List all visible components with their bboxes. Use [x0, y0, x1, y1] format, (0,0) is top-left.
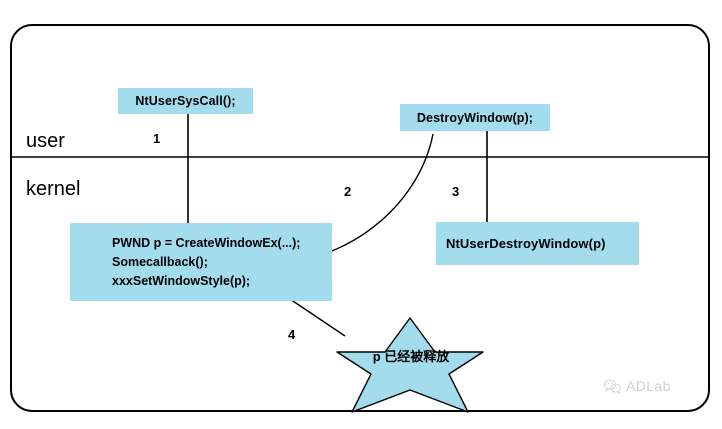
- box-nt-user-sys-call-label: NtUserSysCall();: [135, 94, 236, 108]
- step-number-1: 1: [153, 131, 161, 146]
- box-kernel-code-block[interactable]: PWND p = CreateWindowEx(...); Somecallba…: [70, 223, 332, 301]
- step-number-4: 4: [288, 327, 296, 342]
- code-line-1: PWND p = CreateWindowEx(...);: [112, 235, 301, 250]
- zone-label-user: user: [26, 130, 65, 152]
- box-nt-user-sys-call[interactable]: NtUserSysCall();: [118, 88, 253, 114]
- box-nt-user-destroy-window-label: NtUserDestroyWindow(p): [446, 236, 606, 251]
- box-destroy-window[interactable]: DestroyWindow(p);: [400, 104, 550, 131]
- code-line-3: xxxSetWindowStyle(p);: [112, 273, 251, 288]
- freed-pointer-star-label: p 已经被释放: [372, 349, 450, 364]
- box-nt-user-destroy-window[interactable]: NtUserDestroyWindow(p): [436, 222, 639, 265]
- zone-label-kernel: kernel: [26, 178, 81, 200]
- code-line-2: Somecallback();: [112, 254, 208, 269]
- step-number-3: 3: [452, 184, 460, 199]
- step-number-2: 2: [344, 184, 352, 199]
- watermark: ADLab: [604, 378, 671, 394]
- wechat-icon: [604, 378, 621, 394]
- watermark-label: ADLab: [626, 378, 671, 394]
- box-destroy-window-label: DestroyWindow(p);: [416, 110, 534, 125]
